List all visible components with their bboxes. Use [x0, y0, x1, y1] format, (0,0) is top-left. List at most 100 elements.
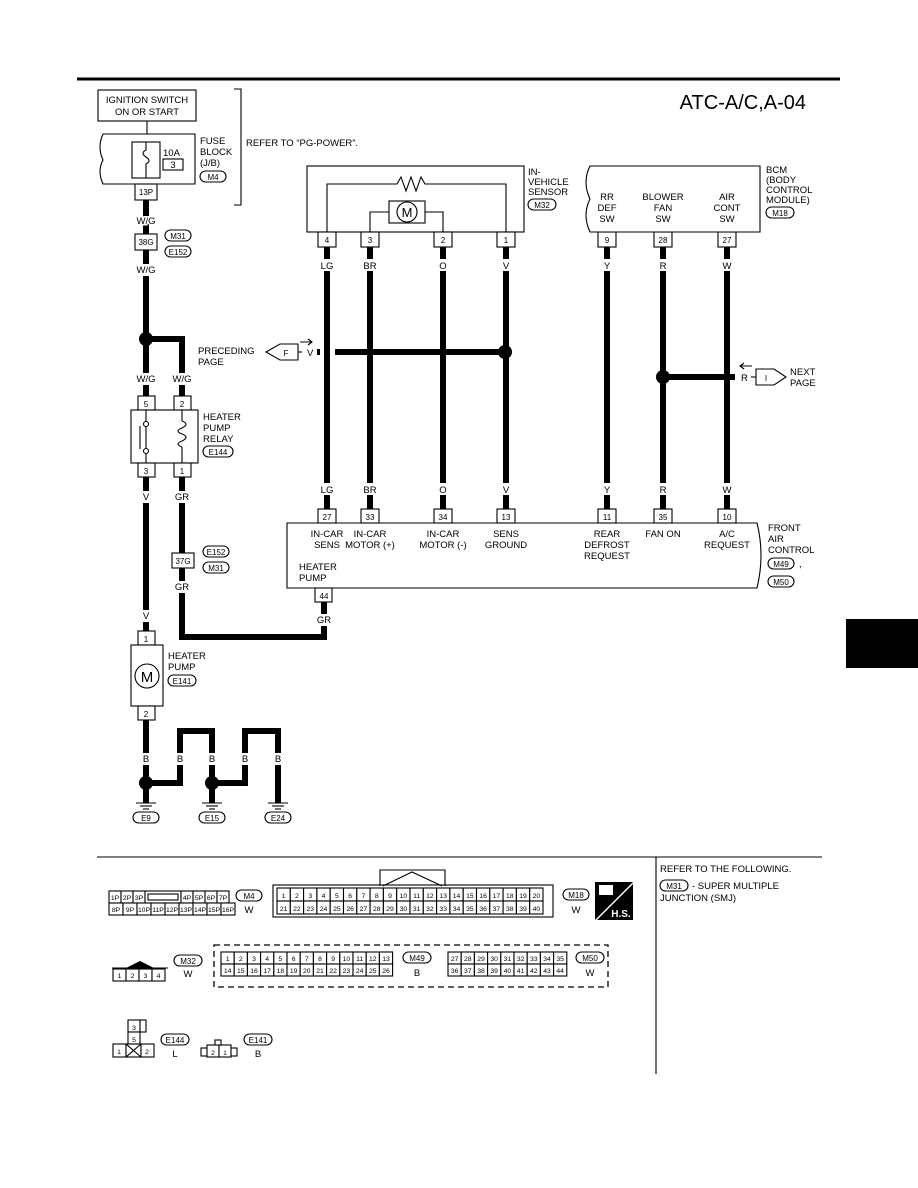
e144-pin: 2 — [145, 1049, 149, 1056]
refer-pg-power: REFER TO “PG-POWER”. — [246, 138, 358, 149]
bcm-name-1: BCM — [766, 165, 787, 176]
m49-face-2-pin: 17 — [263, 968, 271, 975]
fuse-name-3: (J/B) — [200, 158, 220, 169]
ground-symbol-icon — [136, 802, 288, 810]
e141-code: E141 — [249, 1036, 268, 1045]
connector-badge-m49: M49 — [773, 560, 789, 569]
next-page-arrow-icon — [755, 368, 787, 386]
fac-label: A/C — [719, 529, 735, 540]
hand-icon — [599, 885, 613, 895]
refer-m31: M31 — [666, 882, 682, 891]
svg-text:1: 1 — [144, 635, 149, 644]
m49-face-pin: 13 — [382, 956, 390, 963]
connector-badge-e152-b: E152 — [207, 548, 226, 557]
motor-icon — [396, 201, 418, 223]
m18-face-2-pin: 24 — [320, 906, 328, 913]
fac-heater-pump-2: PUMP — [299, 573, 326, 584]
svg-text:RR: RR — [600, 192, 614, 203]
ground-wire-b1: B — [143, 754, 149, 765]
ground-wire-b3: B — [209, 754, 215, 765]
svg-text:CONT: CONT — [714, 203, 741, 214]
wire-label-bottom: W — [723, 485, 732, 496]
fac-label: GROUND — [485, 540, 527, 551]
ignition-switch-box — [97, 89, 197, 122]
m4-face-pin: 2P — [123, 895, 132, 902]
m18-face-pin: 2 — [295, 893, 299, 900]
m4-face-pin: 1P — [111, 895, 120, 902]
m50-face-pin: 27 — [451, 956, 459, 963]
m18-face-2-pin: 36 — [479, 906, 487, 913]
m18-face-2-pin: 31 — [413, 906, 421, 913]
preceding-label-1: PRECEDING — [198, 346, 254, 357]
m50-face-2-pin: 40 — [504, 968, 512, 975]
wire-label-top: O — [439, 261, 446, 272]
fac-pin-35: 35 — [659, 513, 668, 522]
e144-code-badge — [160, 1033, 190, 1046]
m49-face-2-pin: 20 — [303, 968, 311, 975]
svg-text:BLOWER: BLOWER — [642, 192, 683, 203]
connector-badge-m31: M31 — [170, 232, 186, 241]
svg-text:5: 5 — [144, 400, 149, 409]
bcm-name-4: MODULE) — [766, 195, 810, 206]
m4-face-key — [147, 893, 179, 901]
m49-face-2-pin: 22 — [329, 968, 337, 975]
m18-face-pin: 19 — [519, 893, 527, 900]
m18-face-pin: 11 — [413, 893, 420, 900]
refer-following: REFER TO THE FOLLOWING. — [660, 864, 791, 875]
fac-name-3: CONTROL — [768, 545, 814, 556]
ground-wire-b4: B — [242, 754, 248, 765]
page-title: ATC-A/C,A-04 — [680, 92, 806, 114]
m18-face-pin: 16 — [479, 893, 487, 900]
wire-label-bottom: LG — [321, 485, 334, 496]
m18-face-pin: 17 — [493, 893, 501, 900]
svg-text:,: , — [799, 559, 802, 570]
wire-label-wg-jc: W/G — [137, 265, 156, 276]
refer-m31-text: - SUPER MULTIPLE — [692, 881, 779, 892]
preceding-page-arrow-icon — [264, 343, 299, 361]
m49-color: B — [414, 968, 420, 979]
ivs-name-1: IN- — [528, 167, 541, 178]
fac-heater-pump-1: HEATER — [299, 562, 337, 573]
front-air-control — [286, 522, 762, 589]
m4-face-cell — [144, 890, 182, 904]
m49-face-pin: 9 — [331, 956, 335, 963]
relay-wire-top-left: W/G — [137, 374, 156, 385]
svg-text:DEF: DEF — [598, 203, 617, 214]
connector-badge-e152: E152 — [169, 248, 188, 257]
m18-face-pin: 6 — [348, 893, 352, 900]
next-label-1: NEXT — [790, 367, 816, 378]
m49-m50-frame — [213, 944, 609, 988]
svg-text:13P: 13P — [139, 188, 153, 197]
m49-face-pin: 4 — [265, 956, 269, 963]
connector-badge-e144: E144 — [209, 448, 228, 457]
e144-code: E144 — [166, 1036, 185, 1045]
svg-text:F: F — [284, 349, 289, 358]
m49-face-pin: 10 — [343, 956, 351, 963]
svg-text:SW: SW — [655, 214, 670, 225]
svg-text:1: 1 — [180, 467, 185, 476]
m18-face-pin: 13 — [439, 893, 447, 900]
m50-face-pin: 31 — [504, 956, 512, 963]
fuse-block — [99, 133, 196, 185]
m18-face-2-pin: 29 — [386, 906, 394, 913]
svg-text:2: 2 — [144, 710, 149, 719]
m49-code: M49 — [409, 954, 425, 963]
m18-face-2-pin: 30 — [400, 906, 408, 913]
m49-face-2-pin: 26 — [382, 968, 390, 975]
m4-face-pin: 7P — [219, 895, 228, 902]
m49-face-pin: 12 — [369, 956, 377, 963]
m18-code-badge — [562, 888, 590, 901]
e141-color: B — [255, 1049, 261, 1060]
m18-color: W — [572, 905, 581, 916]
connector-badge-m18: M18 — [772, 209, 788, 218]
fac-pin-33: 33 — [366, 513, 375, 522]
m50-face-2-cell — [553, 963, 568, 977]
fac-label: REQUEST — [584, 551, 630, 562]
m50-face-2-pin: 39 — [490, 968, 498, 975]
connector-badge-m31-b: M31 — [208, 564, 224, 573]
m49-face-2-pin: 14 — [224, 968, 232, 975]
ivs-pin-2: 2 — [441, 236, 446, 245]
fac-pin-box — [597, 508, 617, 524]
m49-face-2-pin: 19 — [290, 968, 298, 975]
